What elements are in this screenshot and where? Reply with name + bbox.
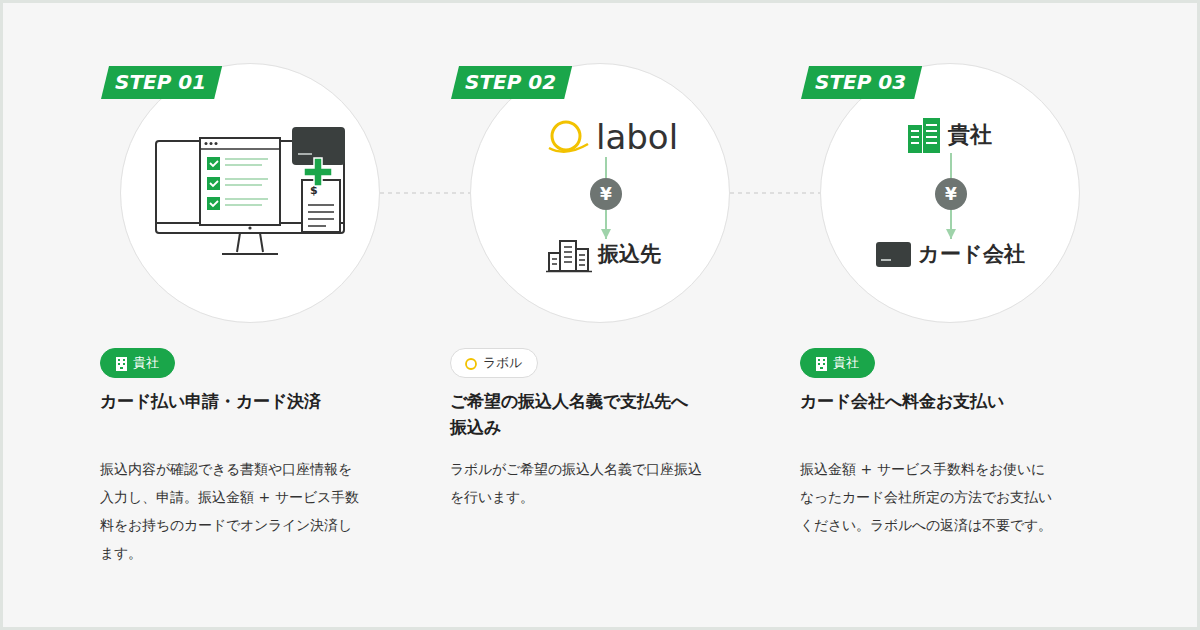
receipt-lines bbox=[308, 205, 334, 226]
step-circle: STEP 01 bbox=[120, 63, 380, 323]
windows bbox=[118, 360, 125, 368]
connector bbox=[605, 210, 607, 239]
step-badge: STEP 03 bbox=[801, 66, 922, 99]
node-text: labol bbox=[596, 117, 680, 157]
step-circle: STEP 02labol¥振込先 bbox=[470, 63, 730, 323]
role-tag: 貴社 bbox=[100, 348, 175, 378]
logo-node: labol bbox=[546, 117, 684, 157]
connector bbox=[605, 157, 607, 178]
node-text: 貴社 bbox=[133, 349, 160, 377]
connector bbox=[950, 210, 952, 239]
node-text: 貴社 bbox=[948, 117, 993, 153]
logo-ring bbox=[466, 359, 476, 369]
form-lines bbox=[225, 159, 268, 205]
building bbox=[908, 125, 922, 153]
yen-circle: ¥ bbox=[590, 178, 622, 210]
browser-dot bbox=[215, 142, 218, 145]
card-stripe bbox=[881, 259, 891, 261]
icon bbox=[546, 117, 590, 157]
windows bbox=[911, 125, 937, 143]
card-icon bbox=[876, 242, 911, 267]
browser-dot bbox=[205, 142, 208, 145]
circle-fill bbox=[471, 64, 729, 322]
windows bbox=[546, 247, 592, 272]
card-stripe bbox=[298, 153, 312, 155]
building bbox=[923, 118, 940, 153]
company-node: 貴社 bbox=[906, 117, 997, 153]
icon bbox=[876, 242, 912, 272]
yen-circle: ¥ bbox=[935, 178, 967, 210]
step-badge: STEP 01 bbox=[101, 66, 222, 99]
icon bbox=[115, 357, 129, 371]
node-text: ¥ bbox=[935, 178, 967, 210]
windows bbox=[818, 360, 825, 368]
check-mark bbox=[210, 161, 218, 206]
connector bbox=[380, 192, 470, 194]
node-text: ラボル bbox=[483, 349, 523, 377]
node-text: 振込先 bbox=[598, 239, 662, 269]
monitor-stand bbox=[222, 233, 278, 254]
building bbox=[560, 241, 576, 271]
icon bbox=[815, 357, 829, 371]
role-tag: ラボル bbox=[450, 348, 538, 378]
node-text: ¥ bbox=[590, 178, 622, 210]
icon bbox=[464, 357, 478, 371]
step-heading: カード払い申請・カード決済 bbox=[100, 388, 400, 414]
checkbox bbox=[207, 177, 220, 190]
building bbox=[816, 357, 827, 371]
circle-fill bbox=[121, 64, 379, 322]
step-body: ラボルがご希望の振込人名義で口座振込 を行います。 bbox=[450, 455, 720, 511]
browser-dot bbox=[210, 142, 213, 145]
receipt bbox=[302, 180, 340, 232]
computer-illustration bbox=[156, 127, 345, 254]
role-tag: 貴社 bbox=[800, 348, 875, 378]
logo-swoosh bbox=[549, 144, 588, 152]
checkbox bbox=[207, 157, 220, 170]
step-badge: STEP 02 bbox=[451, 66, 572, 99]
building bbox=[116, 357, 127, 371]
card-company-node: カード会社 bbox=[876, 239, 1030, 269]
monitor-dot bbox=[248, 226, 251, 229]
payee-node: 振込先 bbox=[546, 239, 666, 269]
logo-ring bbox=[552, 122, 580, 150]
icon bbox=[546, 239, 592, 273]
browser-bar bbox=[200, 148, 280, 150]
step-heading: ご希望の振込人名義で支払先へ 振込み bbox=[450, 388, 710, 440]
icon bbox=[906, 117, 942, 153]
step-body: 振込金額 + サービス手数料をお使いに なったカード会社所定の方法でお支払い く… bbox=[800, 455, 1070, 539]
browser-window bbox=[200, 138, 280, 225]
step-heading: カード会社へ料金お支払い bbox=[800, 388, 1100, 414]
node-text: カード会社 bbox=[918, 239, 1026, 269]
connector bbox=[730, 192, 820, 194]
node-text: 貴社 bbox=[833, 349, 860, 377]
step-circle: STEP 03貴社¥カード会社 bbox=[820, 63, 1080, 323]
circle-fill bbox=[821, 64, 1079, 322]
plus-sign bbox=[304, 158, 332, 186]
connector bbox=[950, 153, 952, 178]
step-body: 振込内容が確認できる書類や口座情報を 入力し、申請。振込金額 + サービス手数 … bbox=[100, 455, 370, 567]
dollar-sign: $ bbox=[310, 184, 318, 197]
checkbox bbox=[207, 197, 220, 210]
building bbox=[549, 253, 560, 271]
